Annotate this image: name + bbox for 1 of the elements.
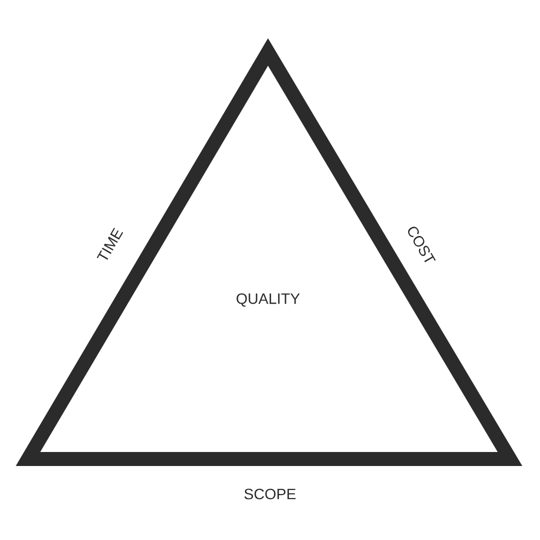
side-label: SCOPE xyxy=(244,488,296,500)
